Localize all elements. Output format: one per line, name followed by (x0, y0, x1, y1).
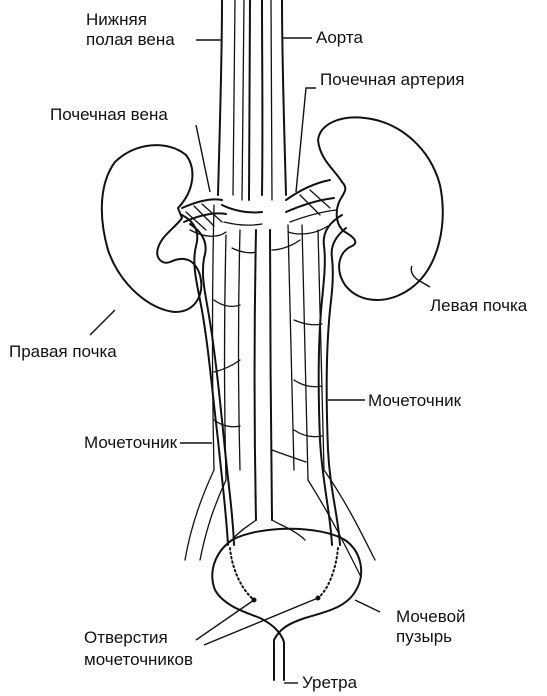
label-inferior-vena-cava-line1: Нижняя (86, 10, 147, 30)
label-bladder-line1: Мочевой (396, 607, 466, 627)
label-inferior-vena-cava-line2: полая вена (86, 30, 175, 50)
label-right-ureter: Мочеточник (84, 433, 177, 453)
right-ureter (182, 215, 234, 545)
label-ureteral-openings-line1: Отверстия (84, 628, 168, 648)
left-kidney (318, 117, 443, 300)
label-urethra: Уретра (302, 673, 357, 693)
aorta (262, 0, 286, 200)
bladder (212, 529, 361, 680)
label-aorta: Аорта (316, 28, 363, 48)
right-kidney (102, 145, 201, 312)
label-renal-artery: Почечная артерия (320, 70, 464, 90)
label-right-kidney: Правая почка (9, 342, 117, 362)
vessel-trunks (213, 205, 325, 520)
label-bladder-line2: пузырь (396, 627, 452, 647)
left-ureter (319, 215, 346, 545)
label-left-ureter: Мочеточник (368, 391, 461, 411)
leader-lines (90, 38, 430, 683)
iliac-vessels (185, 470, 375, 575)
label-left-kidney: Левая почка (430, 296, 527, 316)
inferior-vena-cava (218, 0, 250, 200)
label-renal-vein: Почечная вена (50, 105, 168, 125)
label-ureteral-openings-line2: мочеточников (84, 650, 193, 670)
